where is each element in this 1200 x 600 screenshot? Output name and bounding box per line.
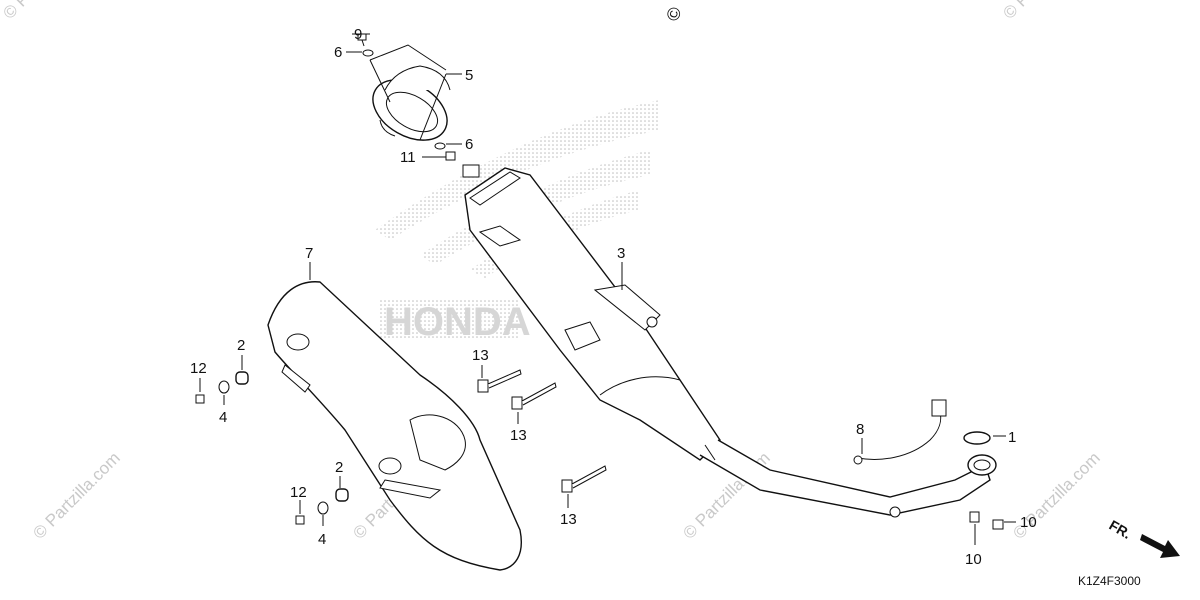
bolt-part-13-b[interactable]	[511, 382, 557, 410]
callout-4-top: 4	[219, 409, 227, 426]
bolt-part-10-bottom[interactable]	[969, 511, 980, 523]
callout-13-a: 13	[472, 347, 489, 364]
collar-part-4-top[interactable]	[218, 380, 230, 394]
front-arrow-label: FR.	[1107, 517, 1135, 542]
callout-13-c: 13	[560, 511, 577, 528]
nut-part-11[interactable]	[445, 151, 456, 161]
callout-5: 5	[465, 67, 473, 84]
rubber-part-2-top[interactable]	[235, 371, 249, 385]
callout-6-bottom: 6	[465, 136, 473, 153]
callout-8: 8	[856, 421, 864, 438]
callout-9: 9	[354, 26, 362, 43]
callout-11: 11	[400, 149, 416, 166]
washer-part-6-bottom[interactable]	[434, 142, 446, 150]
heat-shield-part-7[interactable]	[267, 281, 522, 571]
callout-2-top: 2	[237, 337, 245, 354]
watermark-6: © Partzilla.com	[999, 0, 1093, 23]
diagram-code: K1Z4F3000	[1078, 574, 1141, 588]
gasket-part-1[interactable]	[963, 431, 991, 445]
callout-7: 7	[305, 245, 313, 262]
muffler-part-3[interactable]	[462, 164, 991, 518]
o2-sensor-part-8[interactable]	[853, 399, 947, 465]
collar-part-4-bottom[interactable]	[317, 501, 329, 515]
leader-lines	[199, 33, 1016, 545]
watermark-5: © Partzilla.com	[0, 0, 94, 23]
callout-6-top: 6	[334, 44, 342, 61]
bolt-part-13-a[interactable]	[477, 369, 522, 393]
screw-part-12-top[interactable]	[195, 394, 205, 404]
callout-2-bottom: 2	[335, 459, 343, 476]
exhaust-flange[interactable]	[967, 454, 997, 476]
bolt-part-10-right[interactable]	[992, 519, 1004, 530]
callout-10-right: 10	[1020, 514, 1037, 531]
bolt-part-13-c[interactable]	[561, 465, 607, 493]
arrow-icon	[1140, 534, 1180, 558]
front-direction-arrow: FR.	[1107, 517, 1180, 558]
washer-part-6-top[interactable]	[362, 49, 374, 57]
callout-12-top: 12	[190, 360, 207, 377]
end-cap-part-5[interactable]	[362, 65, 457, 153]
callout-10-bottom: 10	[965, 551, 982, 568]
copyright-mark: ©	[663, 5, 686, 23]
callout-4-bottom: 4	[318, 531, 326, 548]
watermark-1: © Partzilla.com	[29, 448, 123, 542]
honda-logo-text: HONDA	[384, 300, 531, 344]
callout-3: 3	[617, 245, 625, 262]
callout-1: 1	[1008, 429, 1016, 446]
screw-part-12-bottom[interactable]	[295, 515, 305, 525]
rubber-part-2-bottom[interactable]	[335, 488, 349, 502]
callout-12-bottom: 12	[290, 484, 307, 501]
callout-13-b: 13	[510, 427, 527, 444]
